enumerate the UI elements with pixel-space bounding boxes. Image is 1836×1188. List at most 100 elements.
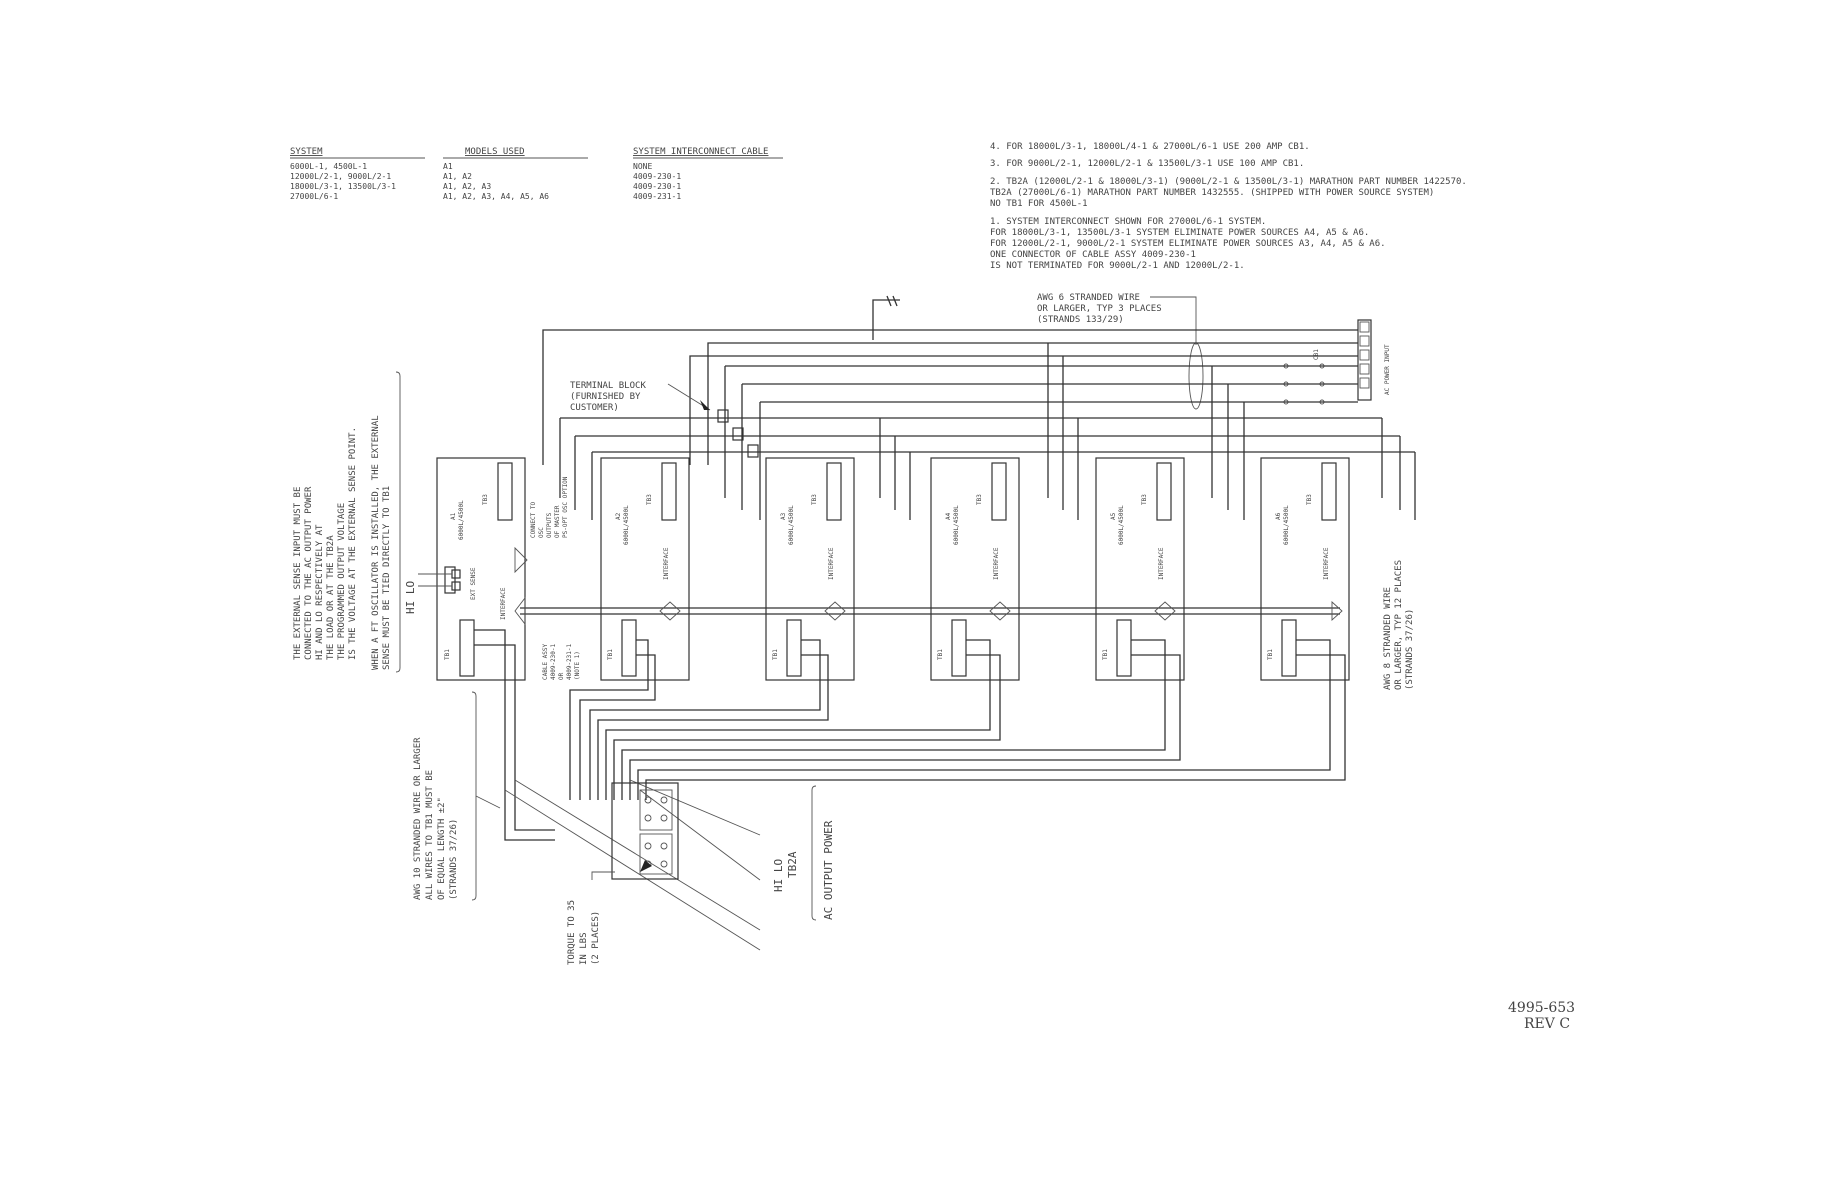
sense-note: THE EXTERNAL SENSE INPUT MUST BE CONNECT… (293, 371, 401, 673)
table-cell: 6000L-1, 4500L-1 (290, 162, 367, 171)
torque-note: TORQUE TO 35 IN LBS (2 PLACES) (567, 871, 615, 965)
callout-text: CABLE ASSY (542, 643, 549, 680)
callout-text: (NOTE 1) (574, 651, 581, 680)
tb3-label: TB3 (811, 494, 818, 505)
callout-text: OUTPUTS (546, 512, 553, 538)
note-1-line: ONE CONNECTOR OF CABLE ASSY 4009-230-1 (990, 250, 1196, 260)
hi-lo-sense-label: HI LO (404, 581, 417, 614)
cable-assy-note: CABLE ASSY 4009-230-1 OR 4009-231-1 (NOT… (542, 643, 581, 680)
module-id: A2 (615, 512, 622, 520)
callout-text: AWG 6 STRANDED WIRE (1037, 293, 1140, 303)
module-id: A5 (1110, 512, 1117, 520)
module-id: A1 (450, 512, 457, 520)
osc-connect-note: CONNECT TO OSC OUTPUTS OF MASTER PS-OPT … (514, 476, 569, 574)
awg8-note: AWG 8 STRANDED WIRE OR LARGER, TYP 12 PL… (1383, 560, 1415, 690)
interface-cable (514, 596, 1343, 626)
callout-text: IN LBS (579, 932, 589, 965)
interface-label: INTERFACE (663, 547, 670, 580)
interface-label: INTERFACE (1158, 547, 1165, 580)
note-line: CONNECTED TO THE AC OUTPUT POWER (304, 486, 314, 660)
module-model: 6000L/4500L (458, 500, 465, 540)
callout-text: OF MASTER (554, 505, 561, 538)
callout-awg6: AWG 6 STRANDED WIRE OR LARGER, TYP 3 PLA… (1037, 293, 1204, 410)
note-3: 3. FOR 9000L/2-1, 12000L/2-1 & 13500L/3-… (990, 159, 1304, 169)
note-line: AWG 8 STRANDED WIRE (1383, 587, 1393, 690)
note-2: 2. TB2A (12000L/2-1 & 18000L/3-1) (9000L… (990, 177, 1467, 187)
callout-text: TERMINAL BLOCK (570, 381, 646, 391)
tb3-label: TB3 (646, 494, 653, 505)
callout-text: PS-OPT OSC OPTION (562, 476, 569, 538)
module-model: 6000L/4500L (788, 505, 795, 545)
note-line: THE PROGRAMMED OUTPUT VOLTAGE (337, 503, 347, 660)
table-row: 6000L-1, 4500L-1 A1 NONE (290, 162, 652, 171)
power-input-label: AC POWER INPUT (1384, 344, 1391, 395)
callout-text: (2 PLACES) (591, 911, 601, 965)
callout-text: OR LARGER, TYP 3 PLACES (1037, 304, 1162, 314)
note-1: 1. SYSTEM INTERCONNECT SHOWN FOR 27000L/… (990, 217, 1266, 227)
output-wiring (474, 629, 1346, 841)
tb2a-leads (504, 779, 761, 951)
note-line: IS THE VOLTAGE AT THE EXTERNAL SENSE POI… (348, 427, 358, 660)
module-id: A4 (945, 512, 952, 520)
note-2-line: TB2A (27000L/6-1) MARATHON PART NUMBER 1… (990, 188, 1434, 198)
interface-label: INTERFACE (993, 547, 1000, 580)
note-line: WHEN A FT OSCILLATOR IS INSTALLED, THE E… (371, 415, 381, 670)
tb3-label: TB3 (1141, 494, 1148, 505)
module-model: 6000L/4500L (1118, 505, 1125, 545)
note-line: OR LARGER, TYP 12 PLACES (1394, 560, 1404, 690)
table-cell: 4009-230-1 (633, 182, 681, 191)
note-line: OF EQUAL LENGTH ±2" (437, 797, 447, 900)
title-block: 4995-653 REV C (1508, 1000, 1575, 1032)
tb1-label: TB1 (937, 649, 944, 660)
table-cell: 27000L/6-1 (290, 192, 338, 201)
interface-label: INTERFACE (500, 587, 507, 620)
note-1-line: FOR 12000L/2-1, 9000L/2-1 SYSTEM ELIMINA… (990, 239, 1386, 249)
callout-text: (STRANDS 133/29) (1037, 315, 1124, 325)
module-model: 6000L/4500L (623, 505, 630, 545)
tb2a-label: TB2A (786, 851, 799, 878)
module-model: 6000L/4500L (953, 505, 960, 545)
table-row: 18000L/3-1, 13500L/3-1 A1, A2, A3 4009-2… (290, 182, 681, 191)
power-bus (542, 329, 1416, 520)
table-cell: A1 (443, 162, 453, 171)
callout-text: CUSTOMER) (570, 403, 619, 413)
ground-icon (872, 295, 900, 330)
awg10-note: AWG 10 STRANDED WIRE OR LARGER ALL WIRES… (413, 691, 501, 901)
ext-sense-connector: EXT SENSE HI LO (404, 566, 477, 614)
table-header-system: SYSTEM (290, 147, 323, 157)
system-table: SYSTEM MODELS USED SYSTEM INTERCONNECT C… (290, 147, 783, 201)
tb2a-hi-lo: HI LO (772, 859, 785, 892)
note-1-line: IS NOT TERMINATED FOR 9000L/2-1 AND 1200… (990, 261, 1245, 271)
notes: 4. FOR 18000L/3-1, 18000L/4-1 & 27000L/6… (990, 142, 1467, 271)
tb1-label: TB1 (772, 649, 779, 660)
ac-power-input: AC POWER INPUT CB1 (1313, 319, 1391, 401)
note-line: SENSE MUST BE TIED DIRECTLY TO TB1 (382, 486, 392, 670)
table-cell: NONE (633, 162, 652, 171)
table-cell: A1, A2 (443, 172, 472, 181)
interface-label: INTERFACE (828, 547, 835, 580)
callout-text: OR (558, 672, 565, 680)
tb1-label: TB1 (444, 649, 451, 660)
callout-text: TORQUE TO 35 (567, 900, 577, 965)
cb1-label: CB1 (1313, 349, 1320, 360)
note-line: (STRANDS 37/26) (449, 819, 459, 900)
tb3-label: TB3 (1306, 494, 1313, 505)
callout-text: CONNECT TO (530, 501, 537, 538)
tb1-label: TB1 (1267, 649, 1274, 660)
note-line: AWG 10 STRANDED WIRE OR LARGER (413, 737, 423, 900)
module-a2: TB3 A2 6000L/4500L TB1 INTERFACE (600, 457, 690, 681)
table-cell: 18000L/3-1, 13500L/3-1 (290, 182, 396, 191)
tb3-label: TB3 (482, 494, 489, 505)
tb3-label: TB3 (976, 494, 983, 505)
table-cell: A1, A2, A3 (443, 182, 491, 191)
callout-text: (FURNISHED BY (570, 392, 641, 402)
module-id: A6 (1275, 512, 1282, 520)
table-cell: 4009-230-1 (633, 172, 681, 181)
ext-sense-label: EXT SENSE (470, 567, 477, 600)
note-line: ALL WIRES TO TB1 MUST BE (425, 770, 435, 900)
note-4: 4. FOR 18000L/3-1, 18000L/4-1 & 27000L/6… (990, 142, 1310, 152)
tb1-label: TB1 (607, 649, 614, 660)
note-line: THE EXTERNAL SENSE INPUT MUST BE (293, 487, 303, 660)
note-1-line: FOR 18000L/3-1, 13500L/3-1 SYSTEM ELIMIN… (990, 228, 1369, 238)
